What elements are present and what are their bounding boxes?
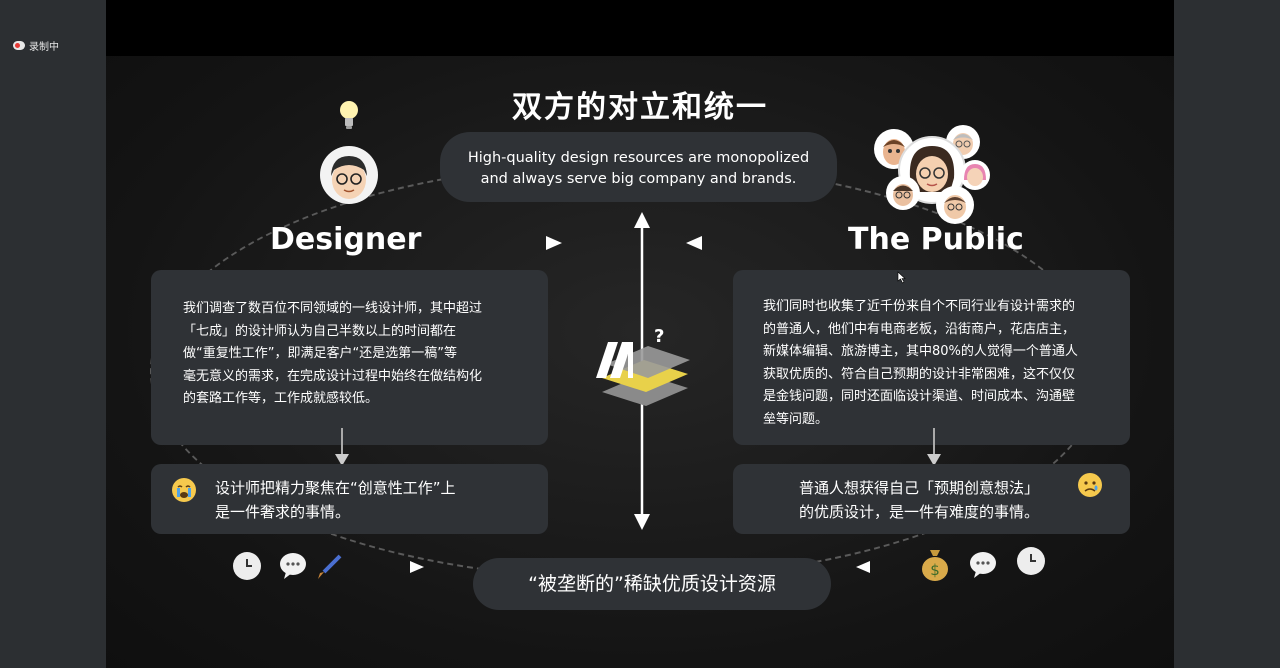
designer-conclusion-line2: 是一件奢求的事情。 xyxy=(215,503,351,521)
designer-right-arrow xyxy=(438,236,562,250)
designer-conclusion-box: 设计师把精力聚焦在“创意性工作”上 是一件奢求的事情。 xyxy=(151,464,548,534)
man-glasses-face-icon xyxy=(893,184,913,206)
public-desc-line: 的普通人，他们中有电商老板，沿街商户，花店店主， xyxy=(763,321,1076,337)
public-avatar-5 xyxy=(936,186,974,224)
public-avatar-3 xyxy=(960,160,990,190)
center-question-mark: ? xyxy=(654,326,665,347)
slide-title: 双方的对立和统一 xyxy=(512,90,768,125)
right-panel xyxy=(1174,0,1280,668)
public-desc-line: 是金钱问题，同时还面临设计渠道、时间成本、沟通壁 xyxy=(763,389,1076,405)
top-statement-line1: High-quality design resources are monopo… xyxy=(467,150,810,166)
svg-text:$: $ xyxy=(930,561,940,579)
designer-down-arrow xyxy=(335,428,349,466)
bottom-right-arrow xyxy=(856,561,922,573)
designer-conclusion-line1: 设计师把精力聚焦在“创意性工作”上 xyxy=(215,479,456,497)
speech-bubble-icon-right xyxy=(970,552,996,578)
woman-face-icon xyxy=(909,146,955,192)
designer-desc-line: 我们调查了数百位不同领域的一线设计师，其中超过 xyxy=(183,301,483,316)
money-bag-icon: $ xyxy=(922,550,948,581)
public-desc-line: 我们同时也收集了近千份来自个不同行业有设计需求的 xyxy=(763,299,1076,314)
crying-face-icon xyxy=(172,478,196,502)
public-conclusion-line1: 普通人想获得自己「预期创意想法」 xyxy=(799,479,1040,497)
public-conclusion-box: 普通人想获得自己「预期创意想法」 的优质设计，是一件有难度的事情。 xyxy=(733,464,1130,534)
designer-desc-line: 做“重复性工作”，即满足客户“还是选第一稿”等 xyxy=(183,346,457,362)
sad-face-icon xyxy=(1078,473,1102,497)
video-top-bar xyxy=(106,0,1174,56)
clock-icon xyxy=(233,552,261,580)
public-desc-line: 新媒体编辑、旅游博主，其中80%的人觉得一个普通人 xyxy=(763,344,1078,360)
clock-icon-right xyxy=(1017,547,1045,575)
paintbrush-icon xyxy=(318,554,342,579)
public-conclusion-line2: 的优质设计，是一件有难度的事情。 xyxy=(799,503,1040,521)
top-statement-line2: and always serve big company and brands. xyxy=(480,171,797,187)
lightbulb-icon xyxy=(340,101,358,129)
designer-desc-line: 的套路工作等，工作成就感较低。 xyxy=(183,391,379,407)
ai-layers-logo xyxy=(596,342,690,406)
designer-avatar xyxy=(320,146,378,204)
public-heading: The Public xyxy=(848,222,1024,257)
designer-face-icon xyxy=(331,156,367,199)
girl-face-icon xyxy=(964,164,986,186)
top-statement-pill: High-quality design resources are monopo… xyxy=(440,132,837,202)
bottom-left-arrow xyxy=(342,561,424,573)
public-down-arrow xyxy=(927,428,941,466)
designer-desc-line: 「七成」的设计师认为自己半数以上的时间都在 xyxy=(183,323,457,339)
public-description-box: 我们同时也收集了近千份来自个不同行业有设计需求的 的普通人，他们中有电商老板，沿… xyxy=(733,270,1130,445)
speech-bubble-icon xyxy=(280,553,306,579)
public-desc-line: 获取优质的、符合自己预期的设计非常困难，这不仅仅 xyxy=(763,366,1076,382)
designer-heading: Designer xyxy=(270,222,422,257)
designer-desc-line: 毫无意义的需求，在完成设计过程中始终在做结构化 xyxy=(183,368,483,384)
mouse-cursor-icon xyxy=(897,271,906,284)
left-panel: 录制中 xyxy=(0,0,106,668)
boy-face-icon xyxy=(944,195,966,219)
public-left-arrow xyxy=(686,236,836,250)
public-desc-line: 垒等问题。 xyxy=(763,411,829,427)
recording-label: 录制中 xyxy=(29,42,59,53)
designer-description-box: 我们调查了数百位不同领域的一线设计师，其中超过 「七成」的设计师认为自己半数以上… xyxy=(151,270,548,445)
public-avatar-4 xyxy=(886,176,920,210)
bottom-statement-pill: “被垄断的”稀缺优质设计资源 xyxy=(473,558,831,610)
recording-icon xyxy=(13,41,25,50)
recording-indicator: 录制中 xyxy=(13,38,59,53)
